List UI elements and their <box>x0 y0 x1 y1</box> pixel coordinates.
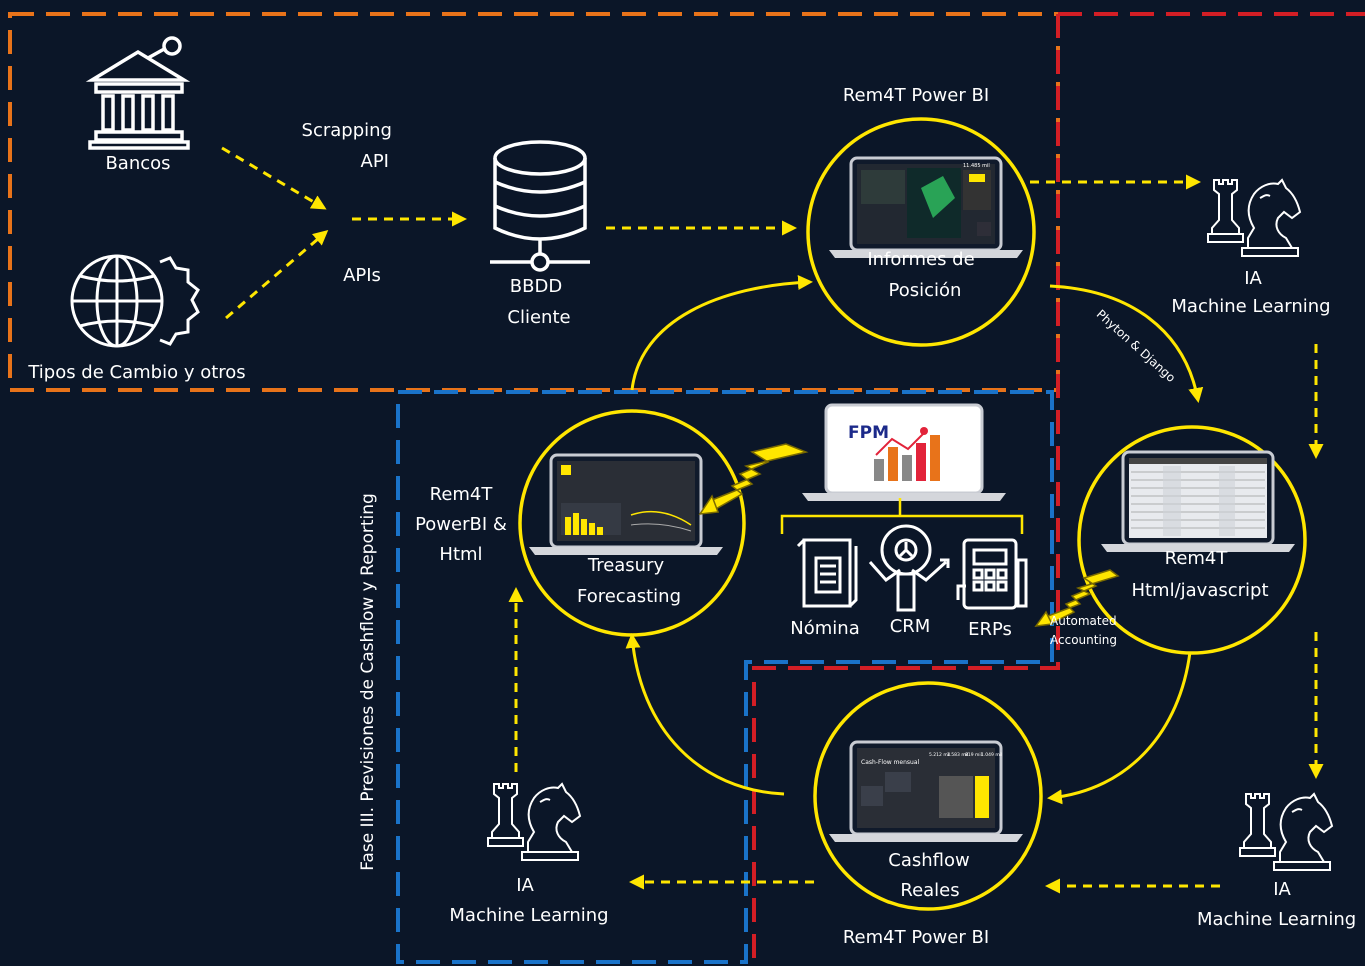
tipos-cambio-label: Tipos de Cambio y otros <box>28 362 246 383</box>
erps-label: ERPs <box>968 619 1012 640</box>
laptop-cashflow: Cash-Flow mensual 5.212 mil 1.583 mil 81… <box>827 740 1025 844</box>
laptop-informes: 11.485 mil <box>827 156 1025 260</box>
cashflow-line1: Cashflow <box>888 850 970 871</box>
apis-label: APIs <box>343 265 381 286</box>
automated-label: Automated <box>1050 614 1117 628</box>
scrapping-label: Scrapping <box>301 120 392 141</box>
bank-icon <box>85 36 191 150</box>
chess-icon-bottom-right <box>1239 793 1333 871</box>
crm-label: CRM <box>889 616 931 637</box>
document-icon <box>796 538 858 608</box>
rem4t-side-line3: Html <box>439 544 483 565</box>
cycle-arrows <box>625 275 1204 805</box>
ml-bottom-right-label: Machine Learning <box>1197 909 1357 930</box>
svg-text:1.583 mil: 1.583 mil <box>947 752 968 758</box>
chess-icon-top-right <box>1207 179 1301 257</box>
ml-bottom-left-label: Machine Learning <box>449 905 609 926</box>
globe-gear-icon <box>70 254 200 348</box>
html-line1: Rem4T <box>1164 548 1228 569</box>
informes-header: Rem4T Power BI <box>842 85 990 106</box>
flow-arrows <box>221 146 1324 894</box>
crm-magnifier-icon <box>868 524 950 612</box>
laptop-treasury <box>527 453 725 557</box>
cashflow-footer: Rem4T Power BI <box>842 927 990 948</box>
svg-text:Cash-Flow mensual: Cash-Flow mensual <box>861 759 920 766</box>
nomina-label: Nómina <box>790 618 860 639</box>
phase-2-border <box>752 12 1365 966</box>
cashflow-line2: Reales <box>900 880 960 901</box>
process-circles <box>518 117 1307 911</box>
ia-bottom-right-label: IA <box>1273 879 1291 900</box>
html-line2: Html/javascript <box>1131 580 1269 601</box>
fpm-title: FPM <box>848 423 889 443</box>
calculator-icon <box>956 538 1028 610</box>
ia-top-label: IA <box>1244 268 1262 289</box>
svg-text:819 mil: 819 mil <box>965 752 982 758</box>
rem4t-side-line2: PowerBI & <box>415 514 507 535</box>
api-label: API <box>360 151 389 172</box>
phase-3-border <box>396 390 1054 964</box>
rem4t-side-line1: Rem4T <box>429 484 493 505</box>
lightning-icon-accounting <box>1034 569 1120 627</box>
svg-text:5.212 mil: 5.212 mil <box>929 752 950 758</box>
chess-icon-bottom-left <box>487 783 581 861</box>
ia-bottom-left-label: IA <box>516 875 534 896</box>
phase-3-label: Fase III. Previsiones de Cashflow y Repo… <box>358 493 378 871</box>
ml-top-label: Machine Learning <box>1171 296 1331 317</box>
treasury-line2: Forecasting <box>576 586 682 607</box>
svg-text:1.049 mil: 1.049 mil <box>981 752 1002 758</box>
informes-line1: Informes de <box>867 249 975 270</box>
bbdd-label: BBDD <box>509 276 563 297</box>
database-icon <box>490 140 590 272</box>
fpm-bracket <box>780 498 1024 534</box>
laptop-html <box>1099 450 1297 554</box>
accounting-label: Accounting <box>1050 633 1118 647</box>
svg-text:11.485 mil: 11.485 mil <box>963 163 990 169</box>
informes-line2: Posición <box>888 280 962 301</box>
laptop-fpm <box>802 403 1006 501</box>
cliente-label: Cliente <box>507 307 571 328</box>
lightning-icon-treasury <box>698 443 809 515</box>
bancos-label: Bancos <box>105 153 171 174</box>
treasury-line1: Treasury <box>587 555 665 576</box>
